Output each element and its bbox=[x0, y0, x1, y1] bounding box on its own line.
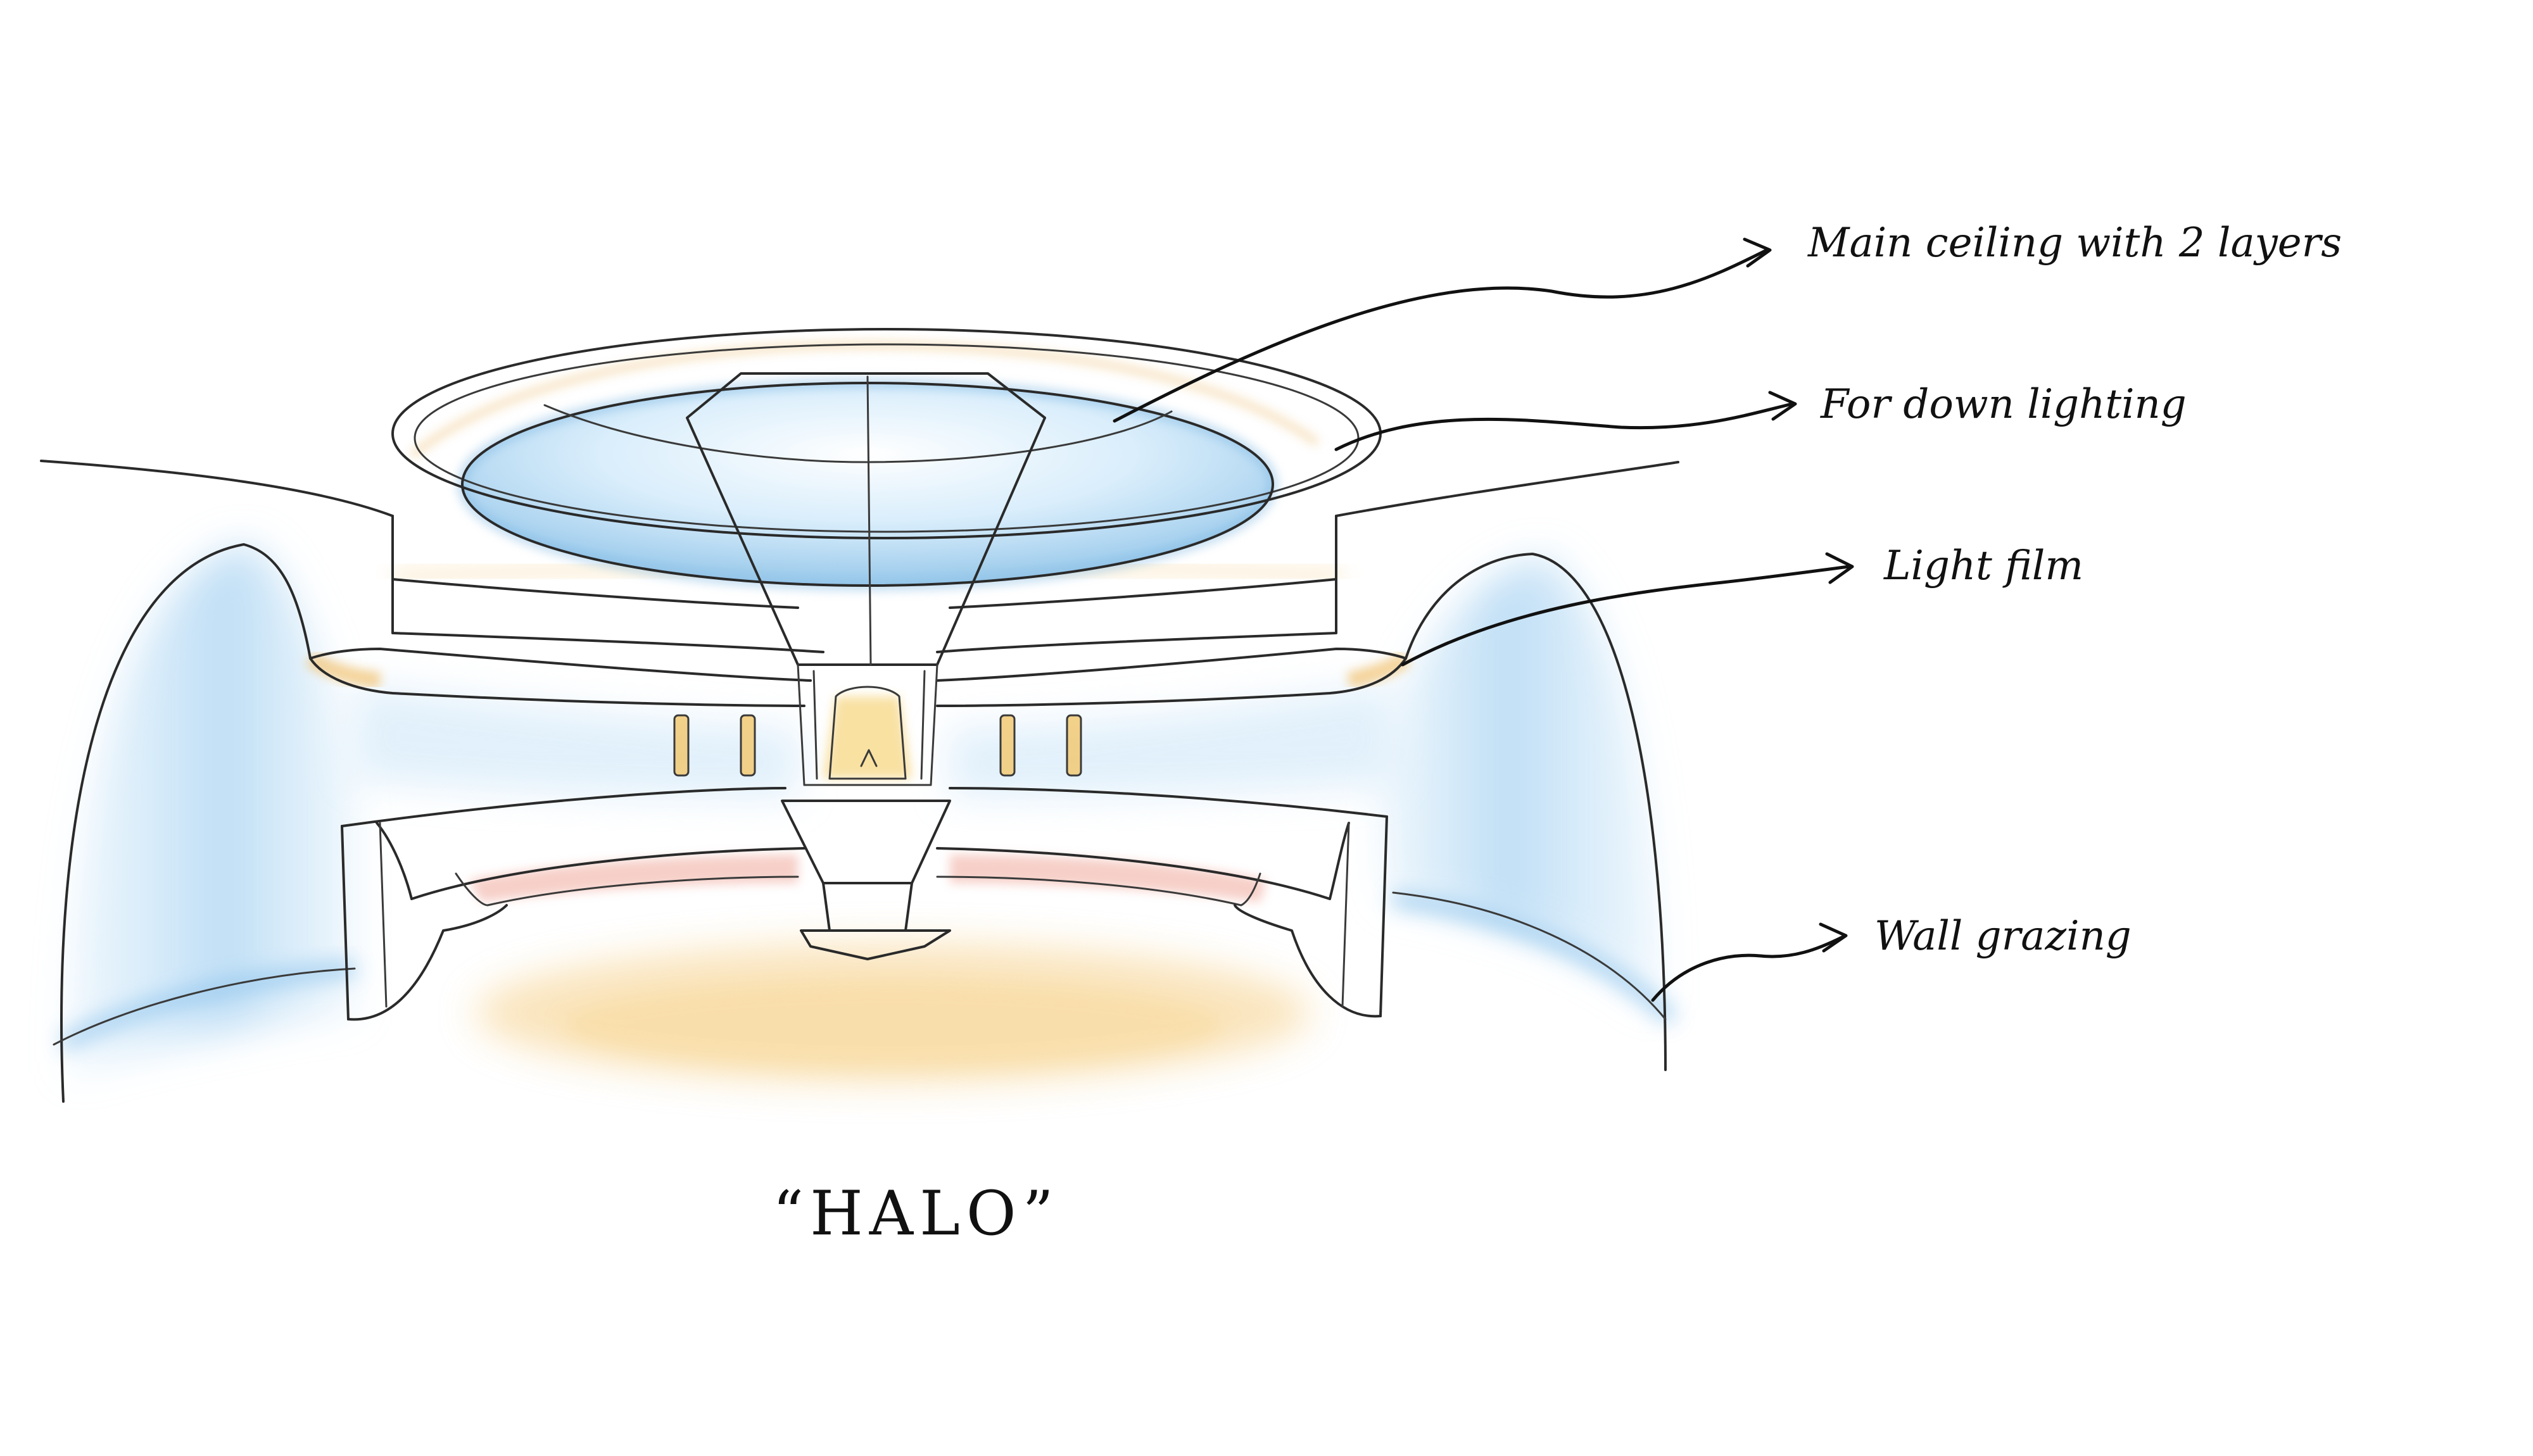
label-light-film: Light film bbox=[1883, 543, 2083, 589]
leader-down-lighting bbox=[1334, 391, 1797, 451]
annotation-labels: Main ceiling with 2 layers For down ligh… bbox=[1807, 220, 2342, 960]
leader-wall-grazing bbox=[1651, 922, 1848, 1002]
pendant-lamp-glow bbox=[674, 696, 1081, 779]
seat-pink-glow bbox=[469, 855, 1266, 902]
pendant-lights bbox=[673, 714, 1082, 777]
leader-main-ceiling bbox=[1113, 237, 1772, 423]
annotation-leaders[interactable] bbox=[1113, 237, 1854, 1002]
curved-seating bbox=[341, 787, 1388, 1021]
floor-warm-glow bbox=[475, 943, 1311, 1083]
label-down-lighting: For down lighting bbox=[1820, 381, 2187, 428]
central-column bbox=[686, 372, 1046, 960]
arched-walls bbox=[53, 543, 1667, 1103]
label-wall-grazing: Wall grazing bbox=[1874, 913, 2132, 960]
leader-light-film bbox=[1401, 552, 1854, 667]
sketch-title: “HALO” bbox=[773, 1178, 1060, 1249]
label-main-ceiling: Main ceiling with 2 layers bbox=[1807, 220, 2342, 267]
